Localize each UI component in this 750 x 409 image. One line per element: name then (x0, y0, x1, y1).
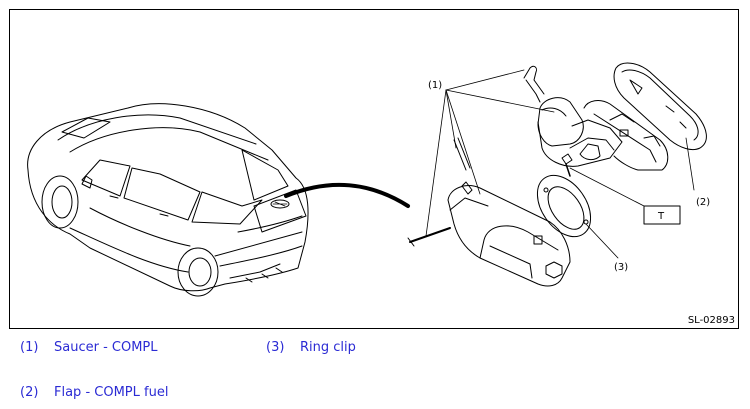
flap-compl-fuel-part (583, 62, 707, 171)
legend-label: Flap - COMPL fuel (54, 385, 169, 400)
legend-number: (3) (266, 340, 285, 355)
figure-id: SL-02893 (687, 315, 735, 326)
callout-2: (2) (696, 197, 710, 208)
legend-number: (1) (20, 340, 39, 355)
torque-box (643, 205, 681, 225)
callout-3: (3) (614, 262, 628, 273)
torque-label: T (657, 211, 665, 222)
legend-item-fuel-flap: (2) Flap - COMPL fuel (20, 385, 168, 400)
legend-label: Ring clip (300, 340, 356, 355)
legend-item-ring-clip: (3) Ring clip (266, 340, 356, 355)
saucer-compl-part (407, 65, 623, 287)
car-illustration (27, 103, 309, 297)
legend-number: (2) (20, 385, 39, 400)
callout-1: (1) (428, 80, 442, 91)
exploded-view-figure: (1) (2) (3) T SL-02893 (9, 9, 739, 329)
legend-item-saucer: (1) Saucer - COMPL (20, 340, 158, 355)
legend-label: Saucer - COMPL (54, 340, 158, 355)
diagram-canvas: (1) (2) (3) T (27, 62, 710, 297)
ring-clip-part (536, 174, 592, 238)
zoom-pointer-curve (284, 182, 410, 208)
